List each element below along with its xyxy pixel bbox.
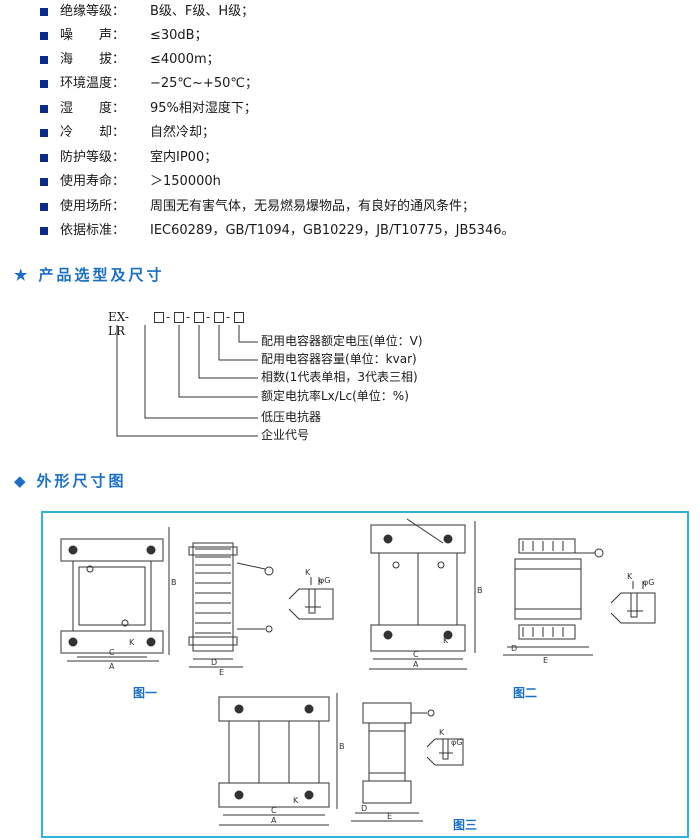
fig2-front-view: [369, 518, 476, 670]
spec-label: 防护等级：: [60, 150, 126, 165]
dim-label: D: [511, 644, 517, 653]
dim-label: A: [109, 662, 115, 671]
model-desc: 配用电容器容量(单位：kvar): [261, 352, 417, 366]
dim-label: φG: [643, 578, 654, 587]
fig1-side-view: [188, 542, 274, 668]
section-heading-dimensions: ◆ 外形尺寸图: [14, 470, 127, 491]
bullet-icon: [40, 129, 48, 137]
dim-label: D: [211, 658, 217, 667]
spec-value: ≤30dB；: [150, 28, 208, 43]
bullet-icon: [40, 32, 48, 40]
dim-label: E: [543, 656, 548, 665]
bullet-icon: [40, 203, 48, 211]
figure-label: 图二: [513, 686, 538, 700]
model-leader-lines: [116, 325, 258, 437]
dim-label: D: [361, 804, 367, 813]
spec-label: 冷 却：: [60, 125, 126, 140]
spec-value: 自然冷却；: [150, 125, 216, 140]
section-title: 外形尺寸图: [36, 472, 127, 490]
bullet-icon: [40, 105, 48, 113]
fig2-detail-view: [610, 581, 656, 624]
dim-label: K: [129, 638, 135, 647]
fig1-detail-view: [288, 577, 334, 620]
model-desc: 配用电容器额定电压(单位：V): [261, 334, 423, 348]
outline-drawings: C A K B D E K φG C A K B D E K φG C A K …: [41, 511, 689, 838]
spec-label: 绝缘等级：: [60, 4, 126, 19]
fig2-side-view: [503, 538, 604, 656]
diamond-icon: ◆: [14, 472, 29, 490]
spec-value: ≤4000m；: [150, 52, 220, 67]
figure-label: 图一: [133, 686, 158, 700]
spec-value: ＞150000h: [150, 174, 221, 189]
fig1-front-view: [60, 527, 170, 662]
spec-label: 使用寿命：: [60, 174, 126, 189]
drawings-svg: C A K B D E K φG C A K B D E K φG C A K …: [60, 518, 656, 826]
code-dash: -: [166, 310, 171, 324]
spec-value: B级、F级、H级；: [150, 4, 255, 19]
dim-label: K: [293, 796, 299, 805]
spec-label: 噪 声：: [60, 28, 126, 43]
bullet-icon: [40, 154, 48, 162]
dim-label: E: [387, 812, 392, 821]
bullet-icon: [40, 178, 48, 186]
bullet-icon: [40, 227, 48, 235]
spec-label: 海 拔：: [60, 52, 126, 67]
code-dash: -: [186, 310, 191, 324]
spec-label: 使用场所：: [60, 199, 126, 214]
section-heading-selection: ★ 产品选型及尺寸: [14, 264, 164, 285]
dim-label: K: [443, 636, 449, 645]
spec-label: 环境温度：: [60, 76, 126, 91]
star-icon: ★: [14, 266, 31, 284]
spec-value: 周围无有害气体，无易燃易爆物品，有良好的通风条件；: [150, 199, 476, 214]
spec-value: 室内IP00；: [150, 150, 218, 165]
code-box: [234, 312, 244, 323]
dim-label: A: [271, 816, 277, 825]
spec-value: IEC60289，GB/T1094，GB10229，JB/T10775，JB53…: [150, 223, 515, 238]
bullet-icon: [40, 80, 48, 88]
spec-label: 湿 度：: [60, 101, 126, 116]
dim-label: K: [305, 568, 311, 577]
dim-label: C: [271, 806, 277, 815]
figure-label: 图三: [453, 818, 478, 832]
code-dash: -: [226, 310, 231, 324]
spec-value: 95%相对湿度下；: [150, 101, 257, 116]
model-desc: 相数(1代表单相，3代表三相): [261, 370, 418, 384]
dim-label: C: [109, 648, 115, 657]
dim-label: φG: [451, 738, 462, 747]
model-desc: 低压电抗器: [261, 410, 322, 424]
spec-value: −25℃~+50℃；: [150, 76, 258, 91]
model-desc: 额定电抗率Lx/Lc(单位：%): [261, 389, 409, 403]
model-desc: 企业代号: [261, 428, 310, 442]
dim-label: K: [439, 728, 445, 737]
dim-label: φG: [319, 576, 330, 585]
code-box: [174, 312, 184, 323]
dim-label: E: [219, 668, 224, 677]
dim-label: K: [627, 572, 633, 581]
dim-label: C: [413, 650, 419, 659]
dim-label: B: [477, 586, 483, 595]
spec-label: 依据标准：: [60, 223, 126, 238]
section-title: 产品选型及尺寸: [38, 266, 165, 284]
fig3-side-view: [351, 702, 435, 822]
bullet-icon: [40, 8, 48, 16]
dim-label: B: [339, 742, 345, 751]
code-box: [194, 312, 204, 323]
bullet-icon: [40, 56, 48, 64]
fig3-front-view: [218, 693, 338, 826]
code-box: [154, 312, 164, 323]
dim-label: B: [171, 578, 177, 587]
code-dash: -: [206, 310, 211, 324]
dim-label: A: [413, 660, 419, 669]
code-box: [214, 312, 224, 323]
fig3-detail-view: [426, 738, 464, 766]
